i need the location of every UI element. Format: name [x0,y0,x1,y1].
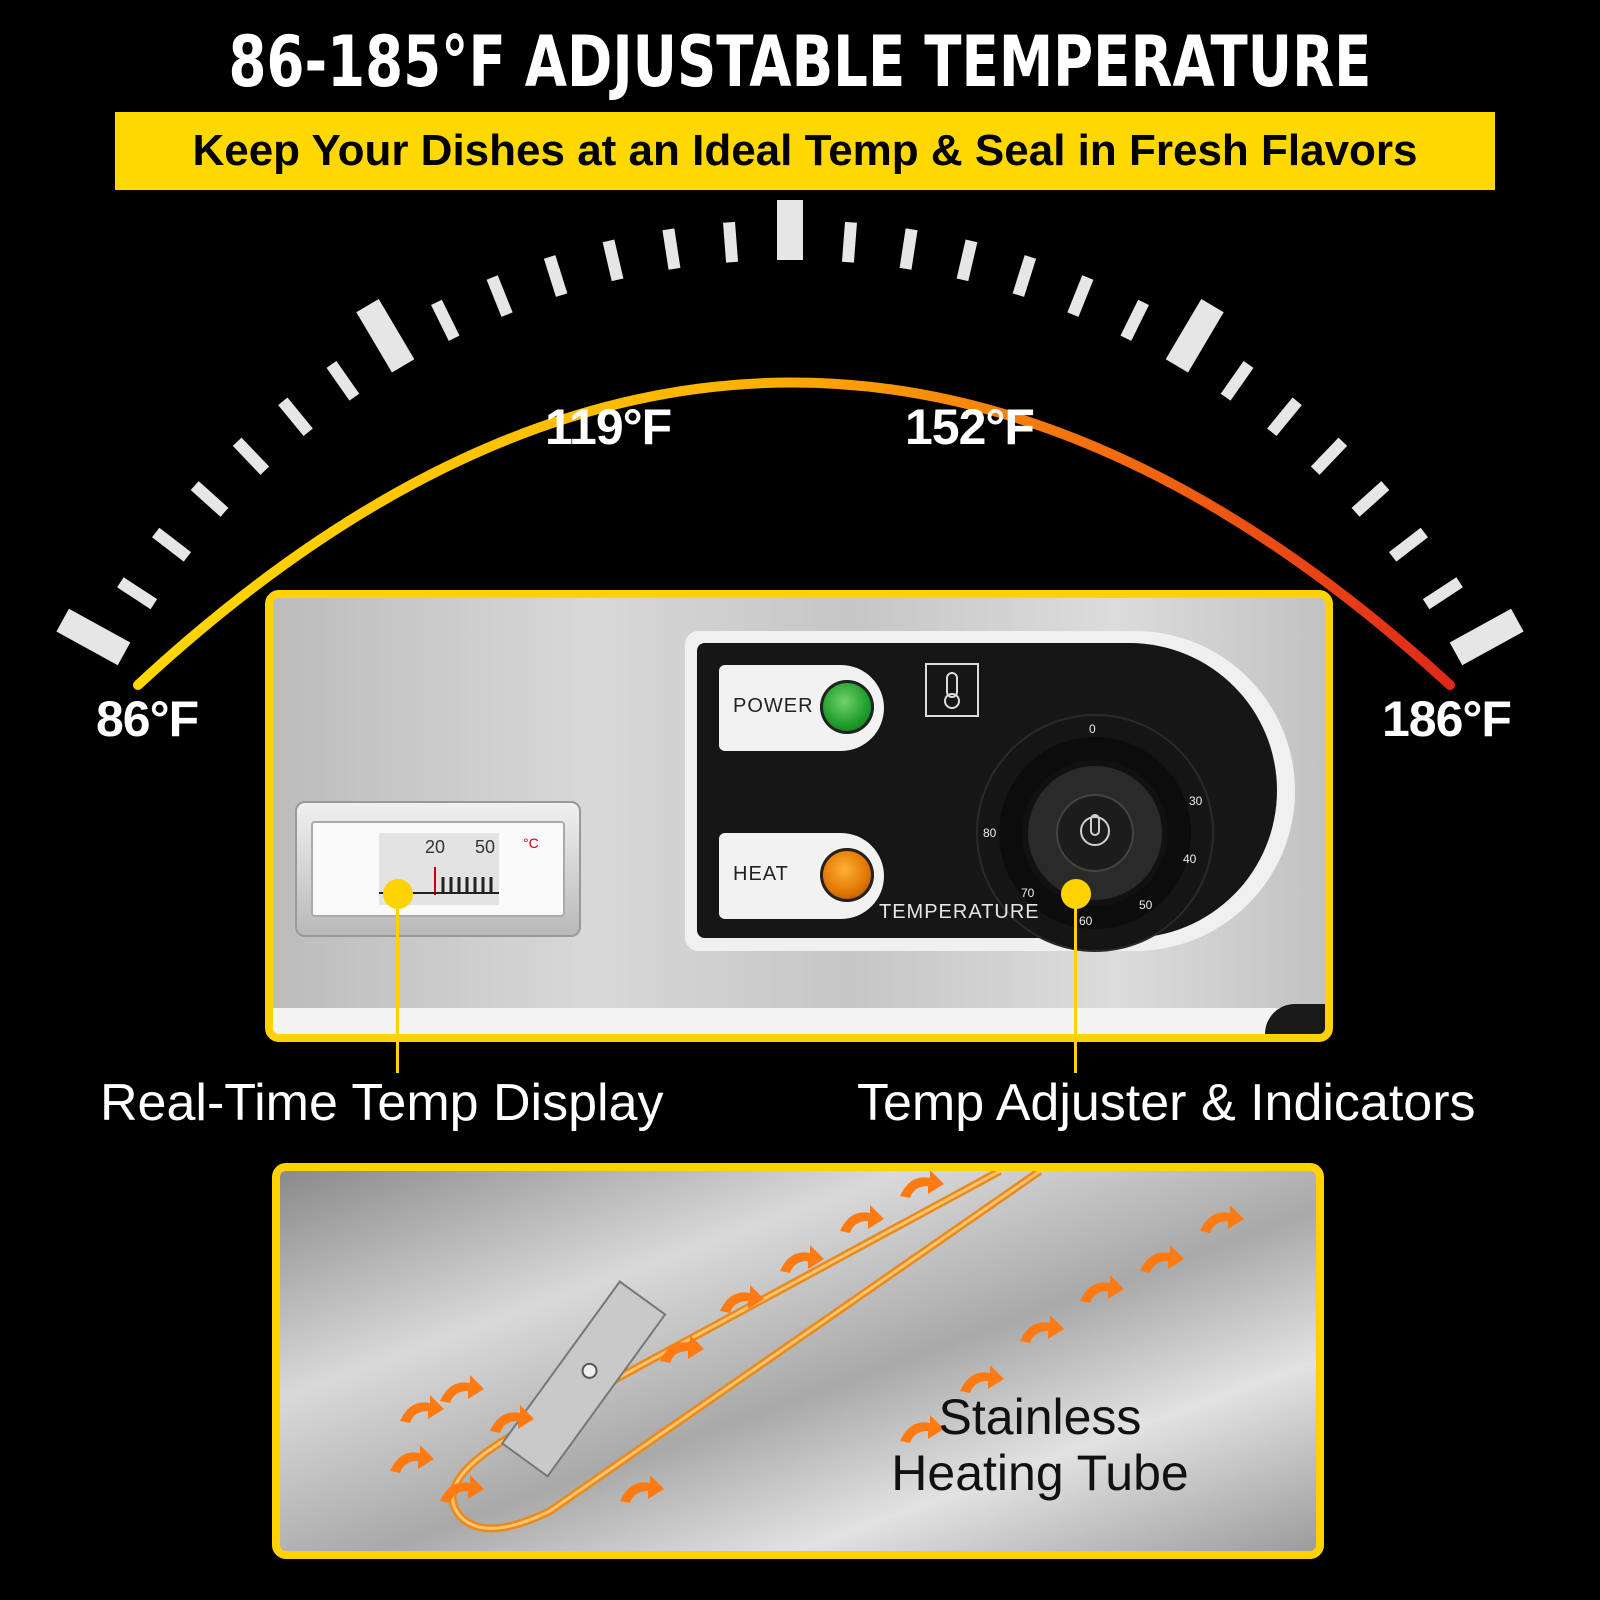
heat-arrow-icon [1020,1315,1064,1343]
heat-arrow-icon [1200,1205,1244,1233]
dial-number-60: 60 [1079,914,1093,928]
thermometer-icon [925,663,979,717]
heat-arrow-icon [400,1395,444,1423]
temperature-dial[interactable]: 0 30 40 50 60 70 80 [975,713,1215,958]
page-title: 86-185°F ADJUSTABLE TEMPERATURE [228,21,1372,103]
tube-caption-line1: Stainless [938,1389,1142,1445]
gauge-tick [56,608,131,666]
heat-arrow-icon [660,1335,704,1363]
gauge-tick [662,228,681,270]
heat-arrow-icon [440,1375,484,1403]
scale-label-86: 86°F [96,691,199,747]
heat-arrow-icon [780,1245,824,1273]
temp-display-scale [379,833,499,905]
scale-label-152: 152°F [905,399,1035,455]
heat-arrow-icon [390,1445,434,1473]
gauge-tick [1388,527,1428,562]
gauge-tick [1220,361,1254,401]
display-callout-line [396,895,399,1073]
gauge-tick [956,239,978,282]
gauge-tick [1165,298,1224,373]
heating-tube-illustration [390,1171,1244,1533]
gauge-tick [777,200,803,260]
gauge-tick [232,437,270,475]
control-inner: POWER HEAT [697,643,1277,952]
power-indicator: POWER [719,665,884,751]
heat-arrow-icon [900,1415,944,1443]
dial-number-30: 30 [1189,794,1203,808]
gauge-tick [356,298,415,373]
dial-number-50: 50 [1139,898,1153,912]
adjuster-callout-line [1074,895,1077,1073]
heat-arrow-icon [720,1285,764,1313]
scale-label-119: 119°F [545,399,672,455]
scale-label-186: 186°F [1382,691,1512,747]
display-number-20: 20 [425,837,446,857]
gauge-tick [1310,437,1348,475]
heat-arrow-icon [900,1171,944,1198]
heat-arrow-icon [1140,1245,1184,1273]
heat-arrow-icon [440,1475,484,1503]
heat-arrow-icon [840,1205,884,1233]
dial-number-80: 80 [983,826,997,840]
temperature-gauge [56,200,1524,690]
heat-arrow-icon [1080,1275,1124,1303]
gauge-tick [1067,275,1094,317]
power-label: POWER [733,695,814,717]
gauge-tick [899,228,918,270]
dial-number-70: 70 [1021,886,1035,900]
gauge-tick [431,299,460,341]
display-caption: Real-Time Temp Display [100,1074,664,1132]
panel-bottom-edge [273,1008,1325,1034]
heat-label: HEAT [733,863,789,885]
gauge-tick [1422,577,1463,610]
temperature-arc [133,377,1455,690]
subtitle-text: Keep Your Dishes at an Ideal Temp & Seal… [192,126,1418,175]
gauge-tick [326,361,360,401]
control-plate: POWER HEAT [685,631,1295,952]
dial-number-40: 40 [1183,852,1197,866]
gauge-ticks [56,200,1524,666]
tube-caption: Stainless Heating Tube [820,1389,1260,1501]
adjuster-caption: Temp Adjuster & Indicators [857,1074,1476,1132]
gauge-tick [1120,299,1149,341]
gauge-tick [152,527,192,562]
power-lamp-icon [820,680,874,734]
display-unit: °C [523,835,539,851]
gauge-tick [723,221,739,263]
gauge-tick [1351,481,1390,517]
dial-number-0: 0 [1089,722,1096,736]
subtitle-banner: Keep Your Dishes at an Ideal Temp & Seal… [115,112,1495,190]
gauge-tick [1012,255,1037,297]
gauge-tick [1449,608,1524,666]
heating-tube-photo: Stainless Heating Tube [272,1163,1324,1559]
temperature-label: TEMPERATURE [879,901,1040,923]
gauge-tick [1267,397,1302,437]
heat-lamp-icon [820,848,874,902]
gauge-tick [486,275,513,317]
gauge-tick [190,481,229,517]
display-number-50: 50 [475,837,496,857]
gauge-tick [543,255,568,297]
gauge-tick [117,577,158,610]
tube-caption-line2: Heating Tube [891,1445,1189,1501]
heat-indicator: HEAT [719,833,884,919]
temp-display-bezel: 20 50 °C [295,801,581,937]
heat-arrow-icon [490,1405,534,1433]
control-panel-photo: 20 50 °C POWER HEAT [265,590,1333,1042]
gauge-tick [278,397,313,437]
heat-arrow-icon [960,1365,1004,1393]
gauge-tick [602,239,624,282]
gauge-tick [841,221,857,263]
heat-arrow-icon [620,1475,664,1503]
temp-display-face: 20 50 °C [311,821,565,917]
